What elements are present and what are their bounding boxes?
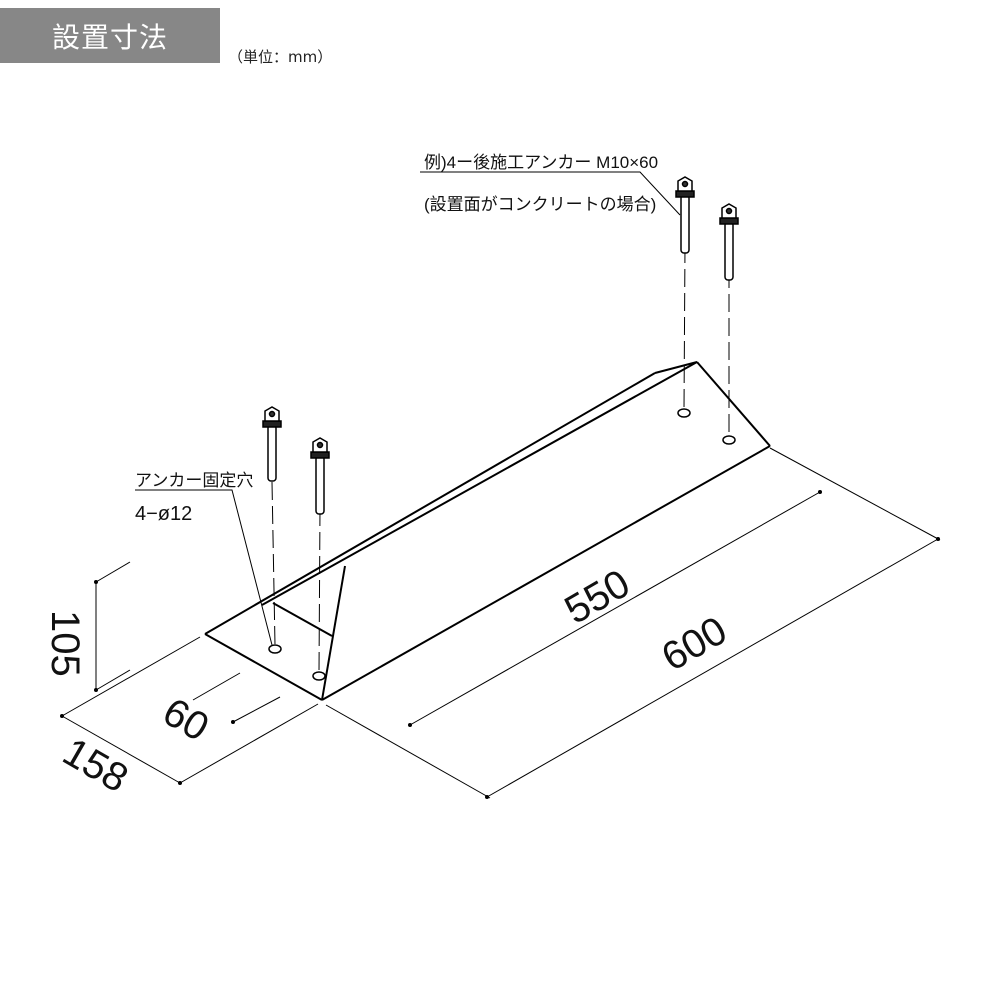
section-title: 設置寸法 (0, 8, 220, 63)
bolt-center-lines (271, 244, 730, 673)
hole-spec: 4−ø12 (135, 503, 192, 525)
hole-label: アンカー固定穴 (135, 471, 253, 490)
dimension-lines (61, 171, 941, 799)
dimension-dots (60, 490, 940, 799)
dim-600: 600 (655, 608, 735, 679)
anchor-example-note: (設置面がコンクリートの場合) (424, 195, 656, 214)
bolt-icon (310, 437, 330, 515)
dim-158: 158 (56, 730, 136, 801)
anchor-holes (268, 408, 736, 681)
bolt-icon (675, 176, 695, 254)
unit-label: （単位：mm） (228, 48, 333, 66)
dim-60: 60 (156, 690, 217, 750)
dim-105: 105 (43, 610, 87, 677)
dim-550: 550 (558, 561, 638, 632)
bolt-icon (719, 203, 739, 281)
anchor-bolts (262, 176, 739, 515)
bolt-icon (262, 406, 282, 482)
ramp-body (204, 361, 771, 701)
anchor-example-label: 例)4ー後施工アンカー M10×60 (424, 153, 658, 172)
